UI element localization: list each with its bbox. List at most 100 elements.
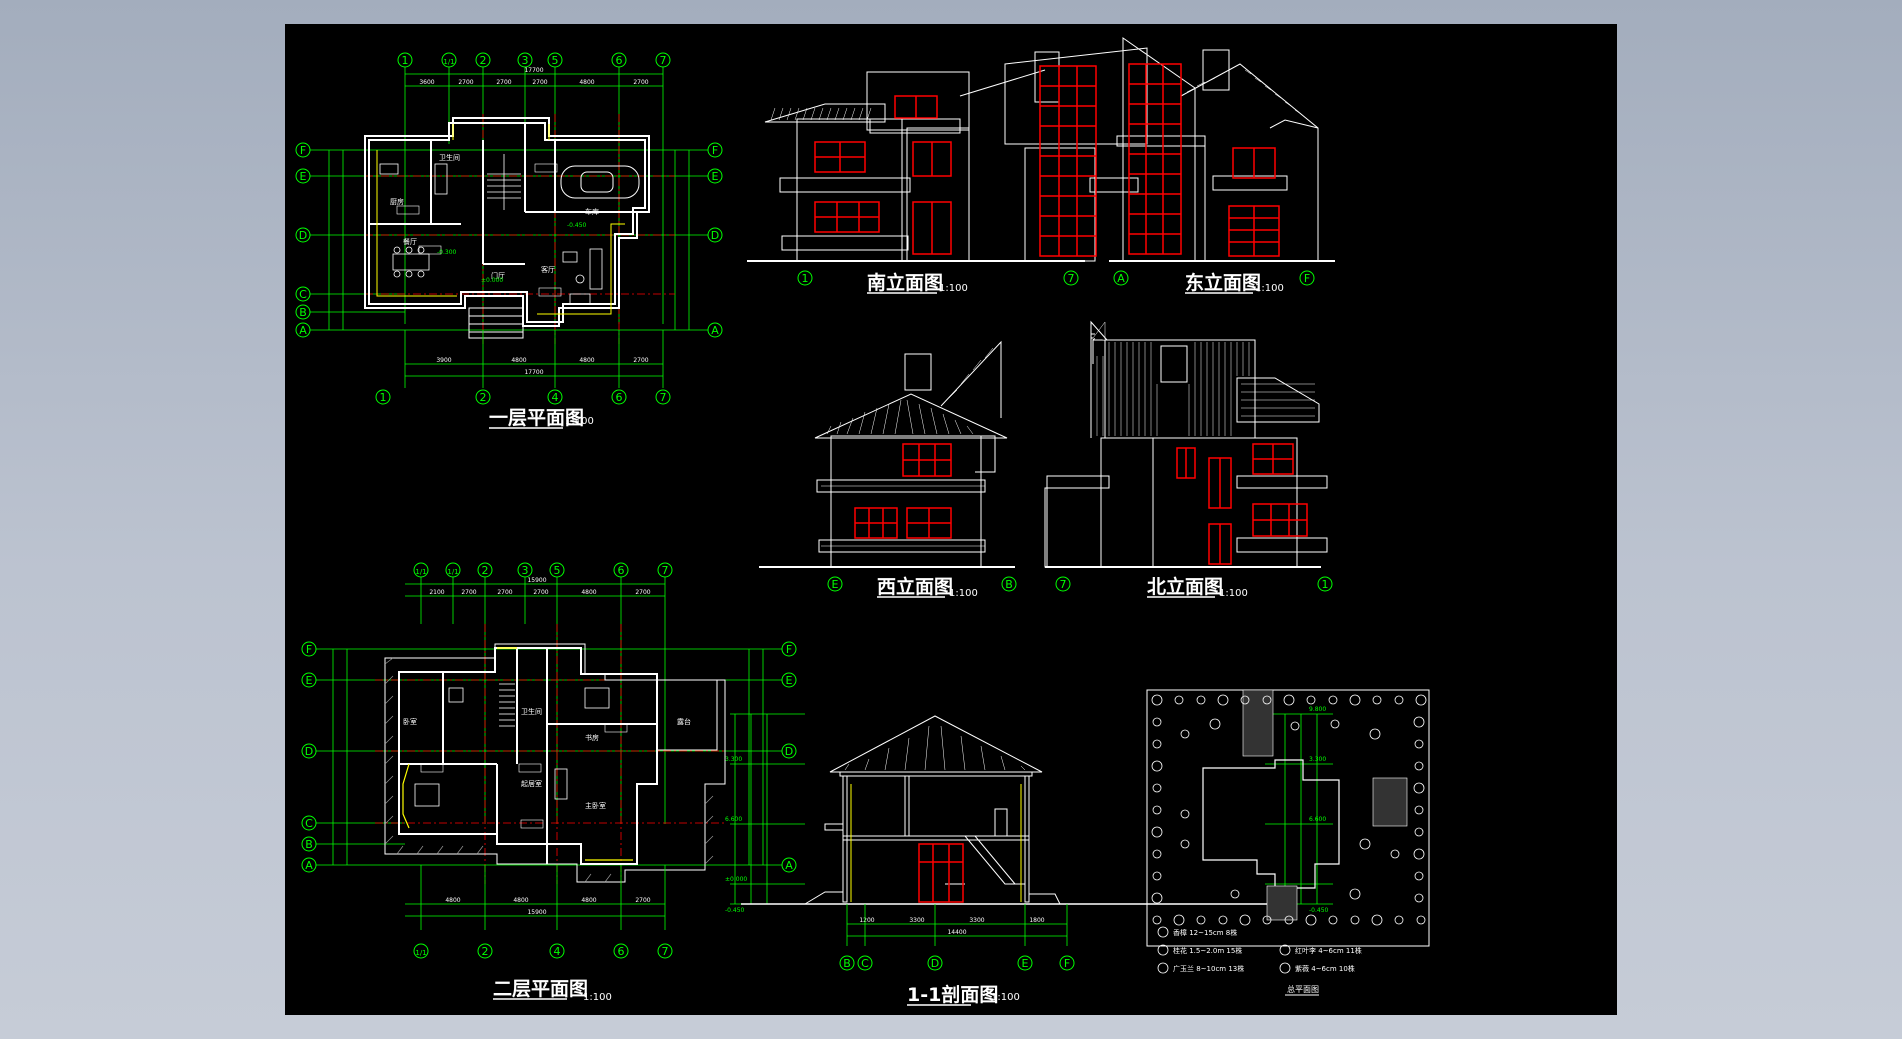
sf-axis-top-2: 1/1 xyxy=(447,568,458,576)
south-elevation: 1 7 南立面图 1:100 xyxy=(747,47,1148,294)
sf-row-a-r: A xyxy=(785,859,793,872)
west-axis-b: B xyxy=(1005,578,1013,591)
tree-icon xyxy=(1152,739,1162,749)
ff-title-scale: 1:100 xyxy=(565,416,594,427)
east-axis-a: A xyxy=(1117,272,1125,285)
sf-row-c: C xyxy=(305,817,313,830)
tree-icon xyxy=(1413,848,1425,860)
site-path-north xyxy=(1242,689,1274,757)
ff-axis-top-3: 2 xyxy=(480,54,487,67)
sf-row-f: F xyxy=(306,643,312,656)
ff-dim-bot-total: 17700 xyxy=(524,369,543,376)
tree-icon xyxy=(1151,694,1163,706)
sf-dim-top-1: 2100 xyxy=(429,589,444,596)
ff-stairs xyxy=(487,154,521,210)
ff-walls xyxy=(364,117,650,327)
east-elevation: A F 东立面图 1:100 xyxy=(1109,37,1335,294)
south-axis-1: 1 xyxy=(802,272,809,285)
west-building xyxy=(814,340,1008,568)
tree-icon xyxy=(1350,915,1360,925)
tree-icon xyxy=(1283,694,1295,706)
section-level-6600: 6.600 xyxy=(725,816,742,823)
ff-row-b: B xyxy=(299,306,307,319)
sf-row-f-r: F xyxy=(786,643,792,656)
north-title-scale: 1:100 xyxy=(1219,588,1248,599)
site-building-footprint xyxy=(1202,759,1340,889)
sf-dim-bot-2: 4800 xyxy=(513,897,528,904)
section-dim-left xyxy=(730,713,1333,905)
ff-room-kitchen: 厨房 xyxy=(390,197,404,206)
section-dim-2: 3300 xyxy=(909,917,924,924)
ff-level-garage: -0.450 xyxy=(567,222,587,229)
sf-axis-top-6: 6 xyxy=(618,564,625,577)
tree-icon xyxy=(1152,849,1162,859)
ff-area-tags xyxy=(396,163,562,297)
tree-icon xyxy=(1284,915,1294,925)
ff-room-wc: 卫生间 xyxy=(439,153,460,162)
south-building xyxy=(764,47,1148,262)
section-level-9800: 9.800 xyxy=(1309,706,1326,713)
ff-row-e-r: E xyxy=(712,170,719,183)
tree-icon xyxy=(1262,695,1272,705)
tree-icon xyxy=(1394,915,1404,925)
sf-room-wc: 卫生间 xyxy=(521,707,542,716)
tree-icon xyxy=(1330,719,1340,729)
south-title-scale: 1:100 xyxy=(939,283,968,294)
ff-row-d: D xyxy=(299,229,307,242)
sf-axis-bottom xyxy=(413,943,673,959)
sf-row-b: B xyxy=(305,838,313,851)
ff-dim-top-2: 2700 xyxy=(458,79,473,86)
south-axis-bubbles xyxy=(797,270,1079,286)
tree-icon xyxy=(1151,826,1163,838)
section-dim-bottom-lines xyxy=(846,904,1068,946)
sf-axis-bot-4: 6 xyxy=(618,945,625,958)
sf-dim-bot-4: 2700 xyxy=(635,897,650,904)
ff-room-living: 客厅 xyxy=(541,265,555,274)
ff-dim-bottom-lines xyxy=(404,330,664,388)
tree-icon xyxy=(1328,695,1338,705)
section-columns xyxy=(850,784,1022,902)
section-dim-1: 1200 xyxy=(859,917,874,924)
tree-icon xyxy=(1173,914,1185,926)
ff-title: 一层平面图 xyxy=(489,407,584,429)
ff-axis-bot-2: 2 xyxy=(480,391,487,404)
tree-icon xyxy=(1240,695,1250,705)
west-axis-e: E xyxy=(832,578,839,591)
section-dim-4: 1800 xyxy=(1029,917,1044,924)
west-title: 西立面图 xyxy=(877,575,953,598)
ff-dining-table xyxy=(379,163,448,278)
sf-room-terrace: 露台 xyxy=(677,717,691,726)
sf-dim-top-4: 2700 xyxy=(533,589,548,596)
ff-axis-top-6: 6 xyxy=(616,54,623,67)
ff-axis-bottom xyxy=(375,389,671,405)
south-roof-hatch xyxy=(770,107,872,121)
sf-axis-bot-1: 1/1 xyxy=(415,949,426,957)
sf-row-e-r: E xyxy=(786,674,793,687)
section-title: 1-1剖面图 xyxy=(907,983,998,1006)
ff-axis-top-7: 7 xyxy=(660,54,667,67)
ff-row-f-r: F xyxy=(712,144,718,157)
tree-icon xyxy=(1290,721,1300,731)
tree-icon xyxy=(1151,892,1163,904)
cad-canvas: 1 1/1 2 3 5 6 7 3600 2700 2700 2700 4800… xyxy=(295,37,1430,1006)
north-title: 北立面图 xyxy=(1147,575,1223,598)
south-windows xyxy=(814,65,1097,257)
sf-axis-top-1: 1/1 xyxy=(415,568,426,576)
tree-icon xyxy=(1152,805,1162,815)
sf-row-d-r: D xyxy=(785,745,793,758)
sf-axis-bot-2: 2 xyxy=(482,945,489,958)
sf-stairs xyxy=(499,683,515,727)
tree-icon xyxy=(1371,914,1383,926)
ff-dim-top-3: 2700 xyxy=(496,79,511,86)
sf-dim-bot-3: 4800 xyxy=(581,897,596,904)
sf-title: 二层平面图 xyxy=(493,978,588,1000)
ff-dim-top-4: 2700 xyxy=(532,79,547,86)
tree-icon xyxy=(1209,718,1221,730)
ff-axis-top-4: 3 xyxy=(522,54,529,67)
sf-roof-edge xyxy=(384,643,726,883)
tree-icon xyxy=(1390,849,1400,859)
first-floor-plan: 1 1/1 2 3 5 6 7 3600 2700 2700 2700 4800… xyxy=(295,52,723,429)
sf-axis-top-3: 2 xyxy=(482,564,489,577)
ff-trim xyxy=(376,124,625,315)
north-elevation: 7 1 北立面图 1:100 xyxy=(1044,320,1333,599)
